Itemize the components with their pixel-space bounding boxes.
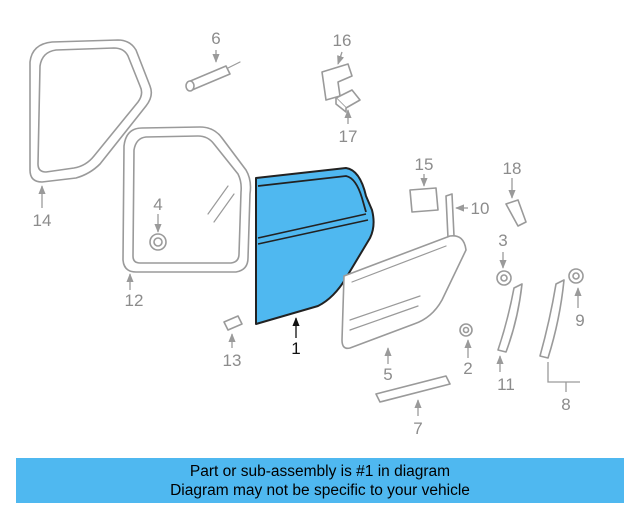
part-13-pin[interactable] [223, 315, 243, 331]
callout-13: 13 [223, 351, 242, 370]
callout-3: 3 [498, 231, 507, 250]
callout-9: 9 [575, 311, 584, 330]
part-11-moulding[interactable] [497, 283, 523, 353]
part-14-weatherstrip[interactable] [29, 39, 153, 183]
callout-7: 7 [413, 419, 422, 438]
part-18-clip[interactable] [505, 199, 527, 227]
callout-14: 14 [33, 211, 52, 230]
part-4-grommet[interactable] [149, 233, 167, 251]
callout-12: 12 [125, 291, 144, 310]
footer-line-1: Part or sub-assembly is #1 in diagram [189, 462, 451, 480]
callout-16: 16 [333, 31, 352, 50]
part-5-trim-panel[interactable] [341, 234, 467, 350]
part-1-door-shell[interactable] [255, 167, 375, 325]
parts-diagram: 1 2 3 4 5 6 7 8 9 10 11 12 13 14 15 16 1… [29, 29, 585, 438]
callout-11: 11 [497, 375, 515, 394]
leader-lines [38, 50, 582, 416]
part-15-pad[interactable] [409, 187, 439, 213]
part-10-seal[interactable] [445, 193, 455, 239]
part-2-fastener[interactable] [459, 323, 473, 337]
footer-banner: Part or sub-assembly is #1 in diagram Di… [16, 458, 624, 503]
part-16-bracket[interactable] [321, 63, 353, 101]
part-12-glass-run[interactable] [122, 126, 252, 273]
callout-10: 10 [471, 199, 490, 218]
callout-17: 17 [339, 127, 358, 146]
callout-2: 2 [463, 359, 472, 378]
callout-4: 4 [153, 195, 162, 214]
callout-1: 1 [291, 339, 300, 358]
part-8-moulding[interactable] [539, 279, 565, 359]
callout-18: 18 [503, 159, 522, 178]
callout-8: 8 [561, 395, 570, 414]
callout-15: 15 [415, 155, 434, 174]
callout-5: 5 [383, 365, 392, 384]
part-3-fastener[interactable] [496, 270, 512, 286]
part-9-fastener[interactable] [568, 268, 584, 284]
part-7-garnish[interactable] [375, 375, 451, 403]
footer-line-2: Diagram may not be specific to your vehi… [170, 481, 470, 499]
callout-6: 6 [211, 29, 220, 48]
part-6-pin[interactable] [185, 61, 241, 92]
